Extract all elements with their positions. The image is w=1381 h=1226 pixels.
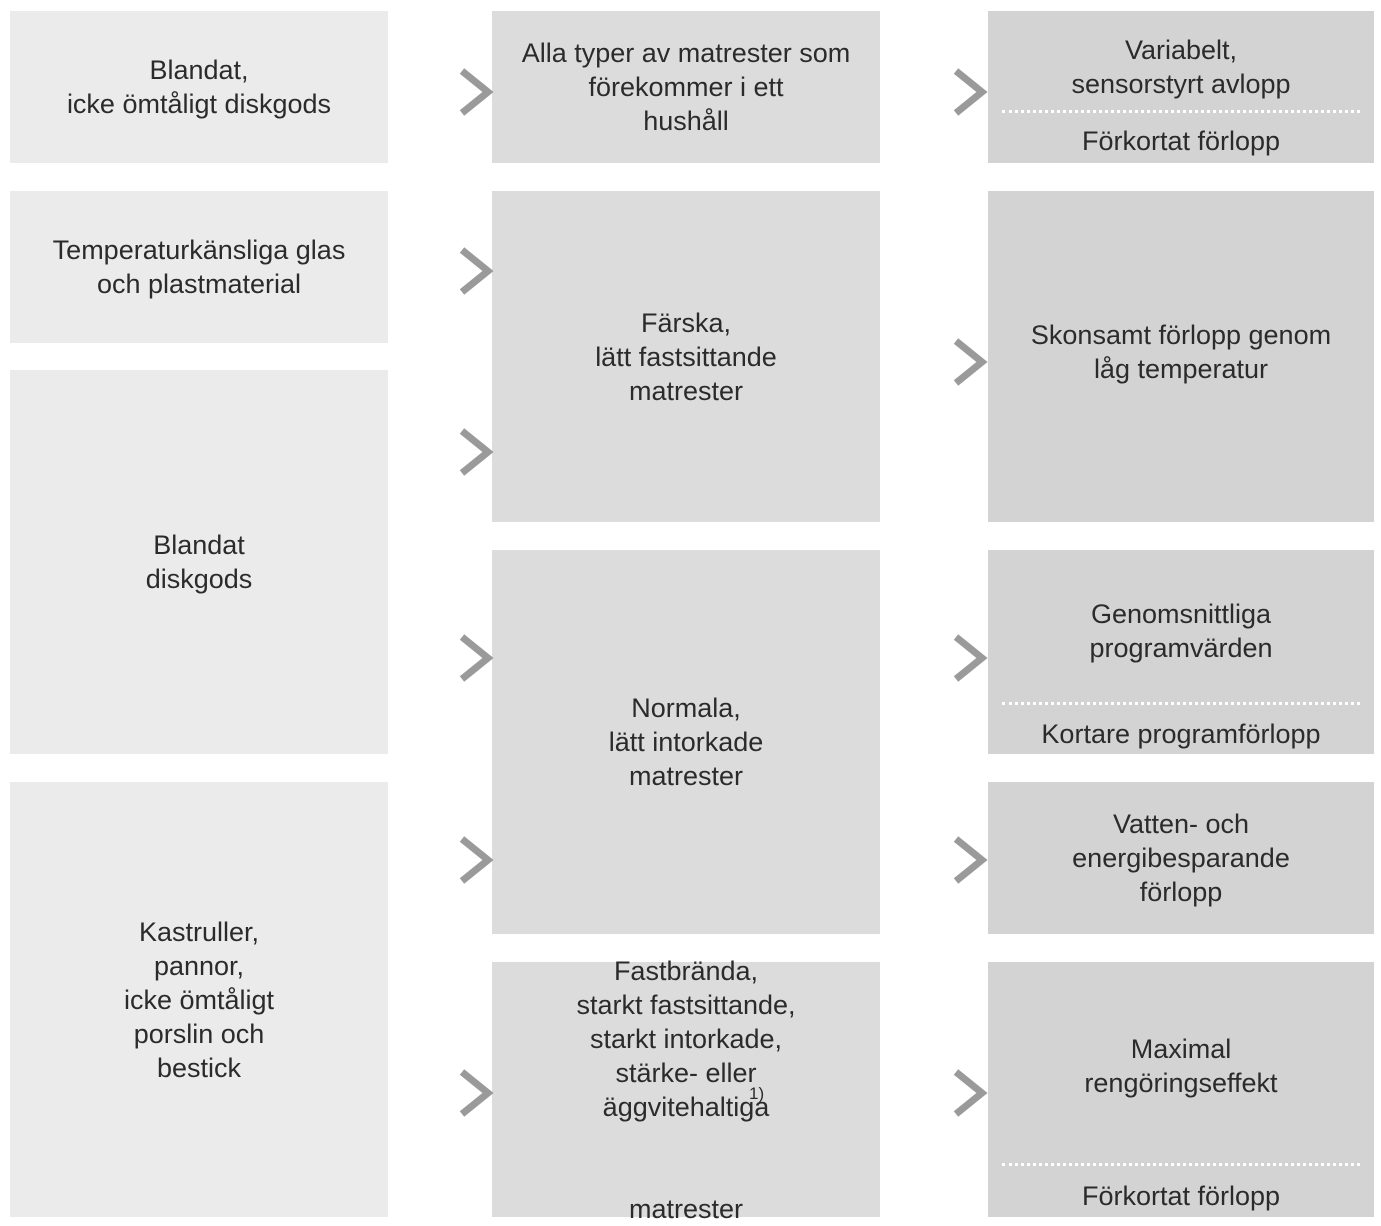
arrow-col1-col2-4 <box>390 634 494 682</box>
program-variable-sensor: Variabelt, sensorstyrt avlopp Förkortat … <box>988 11 1374 163</box>
dotted-divider <box>1002 702 1360 705</box>
residue-fresh: Färska, lätt fastsittande matrester <box>492 191 880 522</box>
box-label: Blandat diskgods <box>145 530 253 594</box>
arrow-col2-col3-5 <box>882 1069 988 1117</box>
dotted-divider <box>1002 110 1360 113</box>
arrow-col1-col2-5 <box>390 836 494 884</box>
box-bottom-text: Kortare programförlopp <box>1041 719 1321 749</box>
box-label: Fastbrända, starkt fastsittande, starkt … <box>576 955 796 1122</box>
box-label: Alla typer av matrester som förekommer i… <box>521 38 851 136</box>
dotted-divider <box>1002 1163 1360 1166</box>
box-label: Normala, lätt intorkade matrester <box>608 693 764 791</box>
soil-type-mixed: Blandat diskgods <box>10 370 388 754</box>
arrow-col1-col2-3 <box>390 428 494 476</box>
program-maximum-cleaning: Maximal rengöringseffekt Förkortat förlo… <box>988 962 1374 1217</box>
box-top-text: Variabelt, sensorstyrt avlopp <box>1071 35 1291 99</box>
residue-all-types: Alla typer av matrester som förekommer i… <box>492 11 880 163</box>
box-bottom-text: Förkortat förlopp <box>1081 126 1281 156</box>
box-label: Vatten- och energibesparande förlopp <box>1072 809 1290 907</box>
residue-normal: Normala, lätt intorkade matrester <box>492 550 880 934</box>
arrow-col2-col3-3 <box>882 634 988 682</box>
box-label: Temperaturkänsliga glas och plastmateria… <box>52 235 346 299</box>
arrow-col2-col3-2 <box>882 338 988 386</box>
box-label: Kastruller, pannor, icke ömtåligt porsli… <box>123 916 275 1083</box>
arrow-col1-col2-6 <box>390 1069 494 1117</box>
arrow-col2-col3-4 <box>882 836 988 884</box>
box-label: Skonsamt förlopp genom låg temperatur <box>1030 319 1332 384</box>
arrow-col1-col2-1 <box>390 68 494 116</box>
soil-type-temperature-sensitive: Temperaturkänsliga glas och plastmateria… <box>10 191 388 343</box>
soil-type-pots-pans: Kastruller, pannor, icke ömtåligt porsli… <box>10 782 388 1217</box>
residue-burnt-on: Fastbrända, starkt fastsittande, starkt … <box>492 956 880 1224</box>
box-top-text: Maximal rengöringseffekt <box>1084 1034 1278 1098</box>
program-water-energy-saving: Vatten- och energibesparande förlopp <box>988 782 1374 934</box>
box-label-tail: matrester <box>628 1193 744 1224</box>
box-top-text: Genomsnittliga programvärden <box>1089 599 1273 663</box>
program-gentle-low-temp: Skonsamt förlopp genom låg temperatur <box>988 191 1374 522</box>
arrow-col2-col3-1 <box>882 68 988 116</box>
soil-type-mixed-robust: Blandat, icke ömtåligt diskgods <box>10 11 388 163</box>
program-average-values: Genomsnittliga programvärden Kortare pro… <box>988 550 1374 754</box>
arrow-col1-col2-2 <box>390 247 494 295</box>
box-label: Blandat, icke ömtåligt diskgods <box>66 55 332 119</box>
box-bottom-text: Förkortat förlopp <box>1081 1181 1281 1211</box>
box-label: Färska, lätt fastsittande matrester <box>595 307 777 406</box>
